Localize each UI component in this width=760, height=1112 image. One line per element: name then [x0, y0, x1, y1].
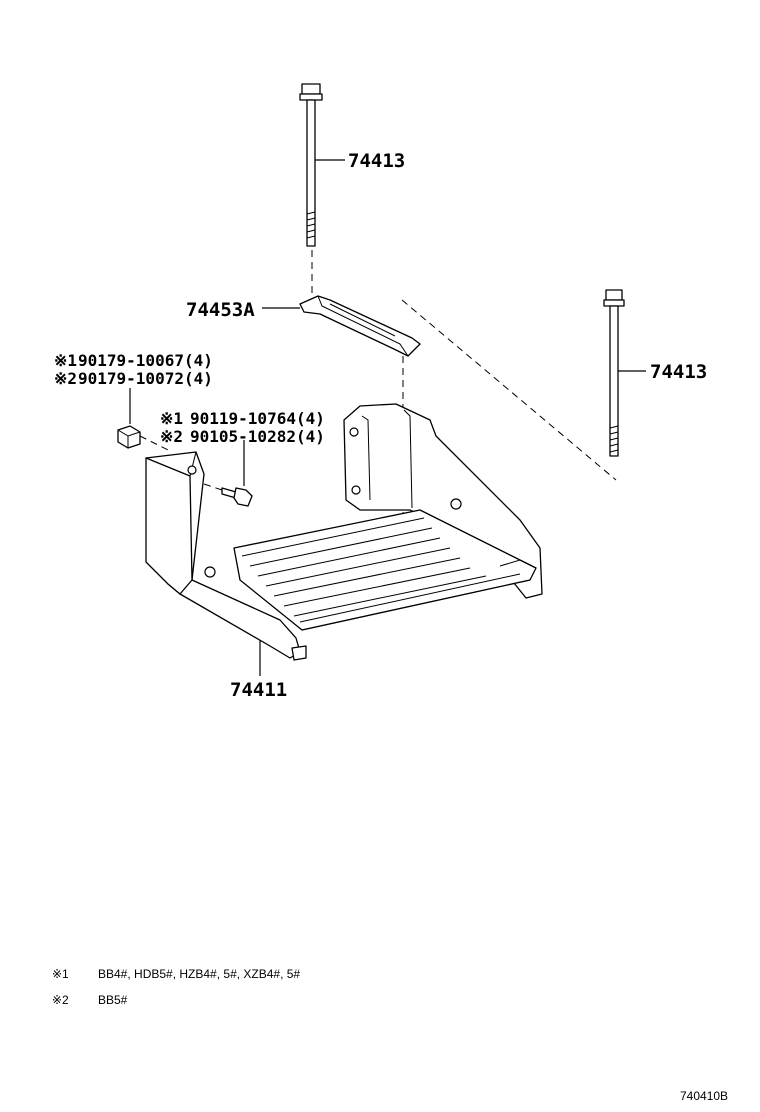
hold-down-bolt-top[interactable] — [299, 83, 323, 247]
bolt-callout-part-2: 90105-10282(4) — [190, 427, 325, 446]
nut-callout-part-1: 90179-10067(4) — [78, 351, 213, 370]
note-1-text: BB4#, HDB5#, HZB4#, 5#, XZB4#, 5# — [98, 967, 300, 981]
bolt-callout-mark-2: ※2 — [160, 427, 183, 446]
flange-nut[interactable] — [117, 425, 141, 449]
note-1-mark: ※1 — [52, 967, 69, 981]
flange-bolt[interactable] — [221, 487, 253, 507]
battery-tray[interactable] — [145, 403, 543, 661]
nut-callout-mark-1: ※1 — [54, 351, 77, 370]
assembly-line-bolt-small — [203, 483, 223, 491]
callout-tray: 74411 — [230, 679, 287, 701]
bolt-callout-mark-1: ※1 — [160, 409, 183, 428]
note-2-text: BB5# — [98, 993, 128, 1007]
diagram-id: 740410B — [680, 1089, 728, 1103]
bolt-callout-part-1: 90119-10764(4) — [190, 409, 325, 428]
battery-clamp[interactable] — [299, 295, 421, 357]
assembly-line-right-bolt — [401, 299, 617, 481]
note-2-mark: ※2 — [52, 993, 69, 1007]
callout-clamp: 74453A — [186, 299, 255, 321]
assembly-line-nut — [139, 435, 169, 451]
nut-callout-mark-2: ※2 — [54, 369, 77, 388]
callout-bolt-top: 74413 — [348, 150, 405, 172]
callout-bolt-right: 74413 — [650, 361, 707, 383]
hold-down-bolt-right[interactable] — [603, 289, 625, 457]
nut-callout-part-2: 90179-10072(4) — [78, 369, 213, 388]
